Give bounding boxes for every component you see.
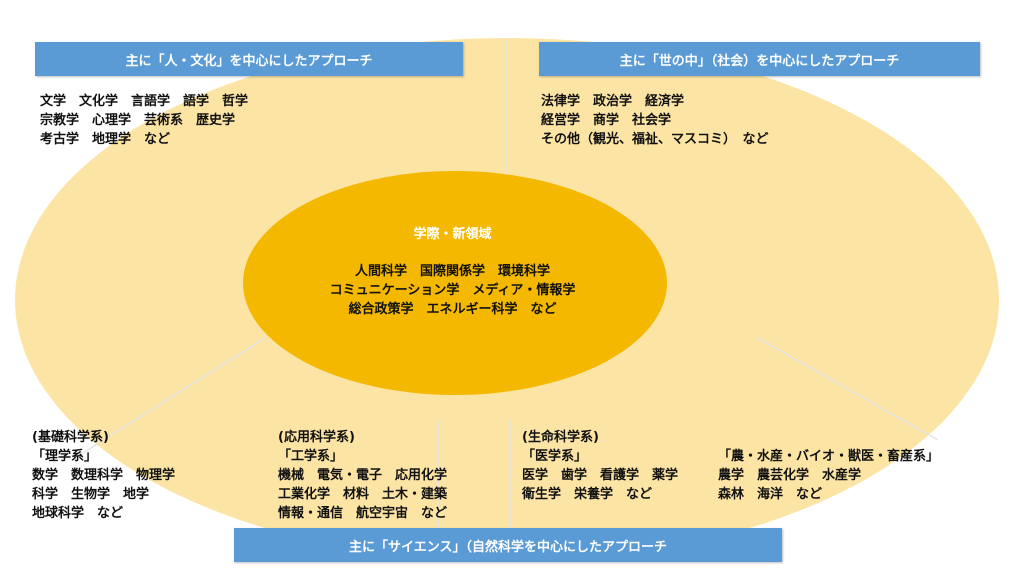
agriculture-line: 森林 海洋 など bbox=[718, 487, 823, 502]
humanities-line: 宗教学 心理学 芸術系 歴史学 bbox=[40, 113, 236, 128]
agriculture-line: 「農・水産・バイオ・獣医・畜産系」 bbox=[718, 449, 940, 464]
header-top-right: 主に「世の中」（社会）を中心にしたアプローチ bbox=[539, 42, 980, 76]
life-science-line: 医学 歯学 看護学 薬学 bbox=[522, 468, 679, 483]
life-science-list: (生命科学系) 「医学系」 医学 歯学 看護学 薬学 衛生学 栄養学 など bbox=[522, 428, 678, 504]
interdisciplinary-line: 総合政策学 エネルギー科学 など bbox=[348, 302, 557, 317]
agriculture-line: 農学 農芸化学 水産学 bbox=[718, 468, 862, 483]
inner-ellipse bbox=[243, 171, 667, 395]
applied-science-line: 工業化学 材料 土木・建築 bbox=[278, 487, 448, 502]
social-line: 法律学 政治学 経済学 bbox=[541, 94, 685, 109]
divider-right bbox=[757, 337, 939, 441]
humanities-line: 文学 文化学 言語学 語学 哲学 bbox=[40, 94, 249, 109]
interdisciplinary-block: 学際・新領域 人間科学 国際関係学 環境科学 コミュニケーション学 メディア・情… bbox=[245, 225, 660, 319]
applied-science-line: 機械 電気・電子 応用化学 bbox=[278, 468, 448, 483]
applied-science-line: 「工学系」 bbox=[278, 449, 344, 464]
header-top-left: 主に「人・文化」を中心にしたアプローチ bbox=[35, 42, 463, 76]
social-list: 法律学 政治学 経済学 経営学 商学 社会学 その他（観光、福祉、マスコミ） な… bbox=[541, 92, 769, 149]
life-science-line: (生命科学系) bbox=[522, 430, 599, 445]
basic-science-line: 地球科学 など bbox=[32, 506, 124, 521]
humanities-line: 考古学 地理学 など bbox=[40, 132, 171, 147]
header-bottom: 主に「サイエンス」（自然科学を中心にしたアプローチ bbox=[234, 528, 782, 562]
applied-science-line: (応用科学系) bbox=[278, 430, 355, 445]
header-bottom-label: 主に「サイエンス」（自然科学を中心にしたアプローチ bbox=[348, 539, 668, 555]
basic-science-line: 数学 数理科学 物理学 bbox=[32, 468, 176, 483]
applied-science-list: (応用科学系) 「工学系」 機械 電気・電子 応用化学 工業化学 材料 土木・建… bbox=[278, 428, 447, 523]
basic-science-list: (基礎科学系) 「理学系」 数学 数理科学 物理学 科学 生物学 地学 地球科学… bbox=[32, 428, 175, 523]
interdisciplinary-title: 学際・新領域 bbox=[413, 227, 492, 242]
divider-left bbox=[74, 337, 266, 459]
social-line: その他（観光、福祉、マスコミ） など bbox=[541, 132, 769, 147]
basic-science-line: 「理学系」 bbox=[32, 449, 98, 464]
life-science-line: 「医学系」 bbox=[522, 449, 588, 464]
agriculture-list: 「農・水産・バイオ・獣医・畜産系」 農学 農芸化学 水産学 森林 海洋 など bbox=[718, 447, 939, 504]
header-top-right-label: 主に「世の中」（社会）を中心にしたアプローチ bbox=[619, 53, 900, 69]
humanities-list: 文学 文化学 言語学 語学 哲学 宗教学 心理学 芸術系 歴史学 考古学 地理学… bbox=[40, 92, 248, 149]
applied-science-line: 情報・通信 航空宇宙 など bbox=[278, 506, 448, 521]
basic-science-line: (基礎科学系) bbox=[32, 430, 109, 445]
header-top-left-label: 主に「人・文化」を中心にしたアプローチ bbox=[125, 53, 373, 69]
interdisciplinary-line: コミュニケーション学 メディア・情報学 bbox=[329, 283, 576, 298]
social-line: 経営学 商学 社会学 bbox=[541, 113, 672, 128]
interdisciplinary-line: 人間科学 国際関係学 環境科学 bbox=[354, 264, 550, 279]
life-science-line: 衛生学 栄養学 など bbox=[522, 487, 653, 502]
basic-science-line: 科学 生物学 地学 bbox=[32, 487, 150, 502]
